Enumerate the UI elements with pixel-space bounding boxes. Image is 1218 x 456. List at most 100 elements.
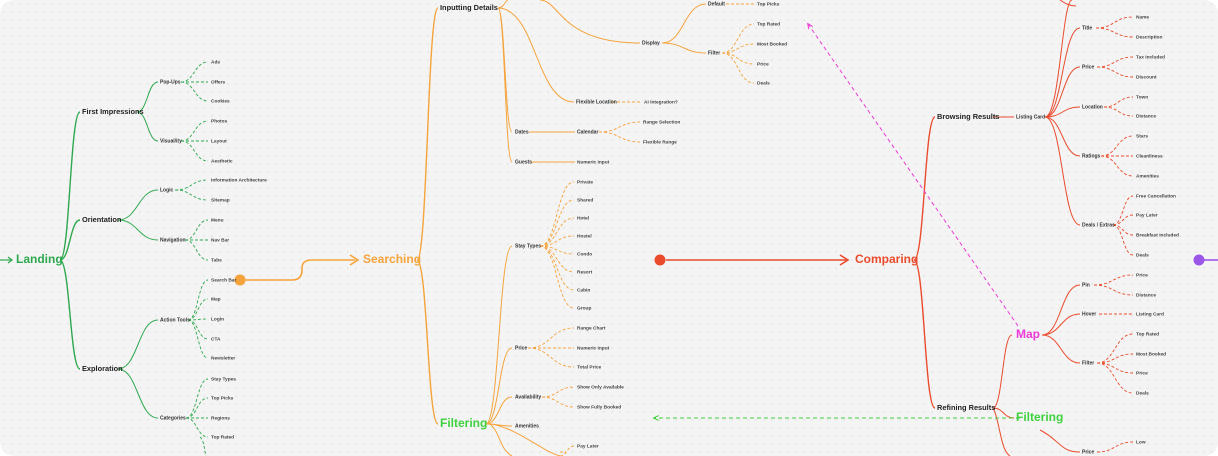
leaf-stay-types[interactable]: Stay Types xyxy=(211,376,236,382)
leaf-name[interactable]: Name xyxy=(1136,14,1149,20)
leaf-sitemap[interactable]: Sitemap xyxy=(211,197,230,203)
leaf-condo[interactable]: Condo xyxy=(577,251,592,257)
leaf-pay-later[interactable]: Pay Later xyxy=(1136,212,1158,218)
leaf-aesthetic[interactable]: Aesthetic xyxy=(211,158,233,164)
leaf-ai-integration[interactable]: AI Integration? xyxy=(644,99,678,105)
leaf-total-price[interactable]: Total Price xyxy=(577,364,602,370)
leaf-listing-card[interactable]: Listing Card xyxy=(1136,311,1164,317)
leaf-range-selection[interactable]: Range Selection xyxy=(643,119,680,125)
leaf-ads[interactable]: Ads xyxy=(211,59,220,65)
node-price[interactable]: Price xyxy=(515,345,527,351)
leaf-description[interactable]: Description xyxy=(1136,34,1162,40)
leaf-pay-later[interactable]: Pay Later xyxy=(577,443,599,449)
leaf-group[interactable]: Group xyxy=(577,305,591,311)
leaf-deals[interactable]: Deals xyxy=(1136,252,1149,258)
node-amenities[interactable]: Amenities xyxy=(515,423,539,429)
leaf-cleanliness[interactable]: Cleanliness xyxy=(1136,153,1163,159)
leaf-private[interactable]: Private xyxy=(577,179,593,185)
leaf-cookies[interactable]: Cookies xyxy=(211,98,230,104)
node-pop-ups[interactable]: Pop-Ups xyxy=(160,79,181,85)
leaf-search-bar[interactable]: Search Bar xyxy=(211,277,236,283)
node-action-tools[interactable]: Action Tools xyxy=(160,317,190,323)
leaf-low[interactable]: Low xyxy=(1136,439,1146,445)
node-browsing-results[interactable]: Browsing Results xyxy=(937,112,999,121)
node-guests[interactable]: Guests xyxy=(515,159,532,165)
node-display[interactable]: Display xyxy=(642,40,660,46)
leaf-stars[interactable]: Stars xyxy=(1136,133,1148,139)
leaf-tabs[interactable]: Tabs xyxy=(211,257,222,263)
node-categories[interactable]: Categories xyxy=(160,415,186,421)
node-landing[interactable]: Landing xyxy=(16,252,63,266)
node-location[interactable]: Location xyxy=(1082,104,1103,110)
leaf-tax-included[interactable]: Tax Included xyxy=(1136,54,1165,60)
leaf-deals[interactable]: Deals xyxy=(1136,390,1149,396)
node-map[interactable]: Map xyxy=(1016,327,1040,341)
node-exploration[interactable]: Exploration xyxy=(82,364,123,373)
leaf-range-chart[interactable]: Range Chart xyxy=(577,325,606,331)
node-searching[interactable]: Searching xyxy=(363,252,421,266)
leaf-numeric-input[interactable]: Numeric Input xyxy=(577,345,610,351)
leaf-town[interactable]: Town xyxy=(1136,94,1148,100)
node-listing-card[interactable]: Listing Card xyxy=(1016,114,1045,120)
node-title[interactable]: Title xyxy=(1082,25,1092,31)
leaf-flexible-range[interactable]: Flexible Range xyxy=(643,139,677,145)
node-dates[interactable]: Dates xyxy=(515,129,529,135)
leaf-offers[interactable]: Offers xyxy=(211,79,225,85)
leaf-breakfast-included[interactable]: Breakfast Included xyxy=(1136,232,1179,238)
leaf-regions[interactable]: Regions xyxy=(211,415,230,421)
leaf-shared[interactable]: Shared xyxy=(577,197,593,203)
leaf-most-booked[interactable]: Most Booked xyxy=(757,41,787,47)
leaf-layout[interactable]: Layout xyxy=(211,138,227,144)
leaf-login[interactable]: Login xyxy=(211,316,224,322)
leaf-show-only-available[interactable]: Show Only Available xyxy=(577,384,624,390)
node-default[interactable]: Default xyxy=(708,1,725,7)
node-filter[interactable]: Filter xyxy=(708,50,720,56)
node-inputting-details[interactable]: Inputting Details xyxy=(440,3,498,12)
leaf-top-rated[interactable]: Top Rated xyxy=(1136,331,1159,337)
leaf-information-architecture[interactable]: Information Architecture xyxy=(211,177,267,183)
leaf-deals[interactable]: Deals xyxy=(757,80,770,86)
node-comparing[interactable]: Comparing xyxy=(855,252,918,266)
node-map-hover[interactable]: Hover xyxy=(1082,311,1096,317)
leaf-distance[interactable]: Distance xyxy=(1136,113,1156,119)
node-orientation[interactable]: Orientation xyxy=(82,215,122,224)
leaf-price[interactable]: Price xyxy=(1136,272,1148,278)
node-first-impressions[interactable]: First Impressions xyxy=(82,107,144,116)
node-map-filter[interactable]: Filter xyxy=(1082,360,1094,366)
node-availability[interactable]: Availability xyxy=(515,394,541,400)
node-stay-types[interactable]: Stay Types xyxy=(515,243,541,249)
leaf-top-picks[interactable]: Top Picks xyxy=(757,1,780,7)
node-filtering[interactable]: Filtering xyxy=(440,416,487,430)
leaf-resort[interactable]: Resort xyxy=(577,269,593,275)
node-map-pin[interactable]: Pin xyxy=(1082,282,1090,288)
node-price[interactable]: Price xyxy=(1082,64,1094,70)
leaf-free-cancellation[interactable]: Free Cancellation xyxy=(1136,193,1176,199)
node-calendar[interactable]: Calendar xyxy=(577,129,598,135)
node-logic[interactable]: Logic xyxy=(160,187,174,193)
node-ratings[interactable]: Ratings xyxy=(1082,153,1101,159)
leaf-distance[interactable]: Distance xyxy=(1136,292,1156,298)
leaf-top-rated[interactable]: Top Rated xyxy=(211,434,234,440)
node-flexible-location[interactable]: Flexible Location xyxy=(576,99,617,105)
leaf-top-picks[interactable]: Top Picks xyxy=(211,395,234,401)
leaf-discount[interactable]: Discount xyxy=(1136,74,1157,80)
leaf-hotel[interactable]: Hotel xyxy=(577,215,589,221)
leaf-price[interactable]: Price xyxy=(757,61,769,67)
leaf-newsletter[interactable]: Newsletter xyxy=(211,355,235,361)
leaf-map[interactable]: Map xyxy=(211,296,221,302)
leaf-show-fully-booked[interactable]: Show Fully Booked xyxy=(577,404,621,410)
leaf-numeric-input[interactable]: Numeric Input xyxy=(577,159,610,165)
leaf-most-booked[interactable]: Most Booked xyxy=(1136,351,1166,357)
leaf-nav-bar[interactable]: Nav Bar xyxy=(211,237,229,243)
leaf-cabin[interactable]: Cabin xyxy=(577,287,590,293)
leaf-amenities[interactable]: Amenities xyxy=(1136,173,1159,179)
node-visuality[interactable]: Visual/ity xyxy=(160,138,182,144)
leaf-hostel[interactable]: Hostel xyxy=(577,233,592,239)
node-navigation[interactable]: Navigation xyxy=(160,237,186,243)
leaf-price[interactable]: Price xyxy=(1136,370,1148,376)
leaf-cta[interactable]: CTA xyxy=(211,336,221,342)
leaf-menu[interactable]: Menu xyxy=(211,217,224,223)
leaf-top-rated[interactable]: Top Rated xyxy=(757,21,780,27)
node-refining-results[interactable]: Refining Results xyxy=(937,403,995,412)
